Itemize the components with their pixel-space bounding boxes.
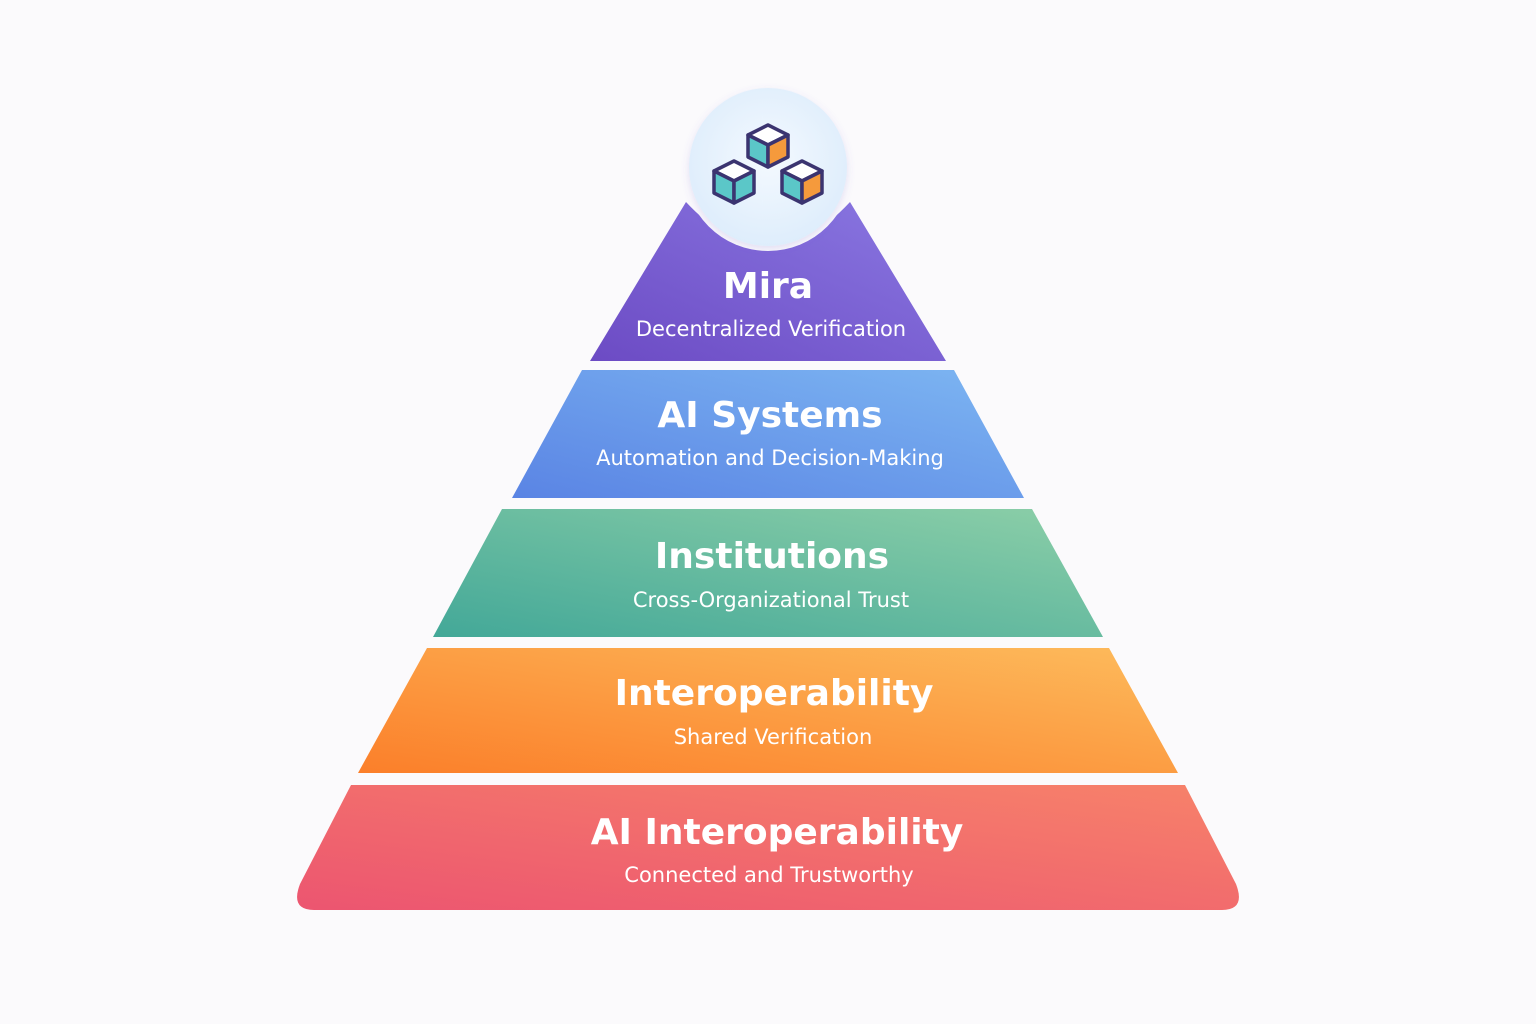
tier-ai-systems-shape: [512, 370, 1024, 498]
tier-ai-systems-subtitle: Automation and Decision-Making: [596, 446, 944, 470]
tier-institutions-title: Institutions: [655, 536, 889, 577]
tier-ai-interoperability-title: AI Interoperability: [591, 812, 964, 853]
tier-ai-interoperability-subtitle: Connected and Trustworthy: [624, 863, 913, 887]
tier-mira: Mira Decentralized Verification: [590, 202, 946, 361]
tier-ai-systems: AI Systems Automation and Decision-Makin…: [512, 370, 1024, 498]
cube-left-icon: [712, 159, 756, 205]
tier-institutions: Institutions Cross-Organizational Trust: [433, 509, 1103, 637]
tier-mira-shape: [590, 202, 946, 361]
tier-mira-title: Mira: [723, 266, 813, 307]
tier-ai-interoperability-shape: [297, 785, 1239, 910]
tier-interoperability-subtitle: Shared Verification: [674, 725, 873, 749]
mira-badge: [684, 83, 852, 251]
tier-ai-interoperability: AI Interoperability Connected and Trustw…: [297, 785, 1239, 910]
tier-interoperability-shape: [358, 648, 1178, 773]
cube-right-icon: [780, 159, 824, 205]
tier-ai-systems-title: AI Systems: [657, 395, 882, 436]
cube-top-icon: [746, 123, 790, 169]
stacked-cubes-icon: [712, 123, 824, 205]
tier-institutions-subtitle: Cross-Organizational Trust: [633, 588, 909, 612]
tier-interoperability: Interoperability Shared Verification: [358, 648, 1178, 773]
tier-mira-subtitle: Decentralized Verification: [636, 317, 906, 341]
tier-institutions-shape: [433, 509, 1103, 637]
tier-interoperability-title: Interoperability: [615, 673, 934, 714]
